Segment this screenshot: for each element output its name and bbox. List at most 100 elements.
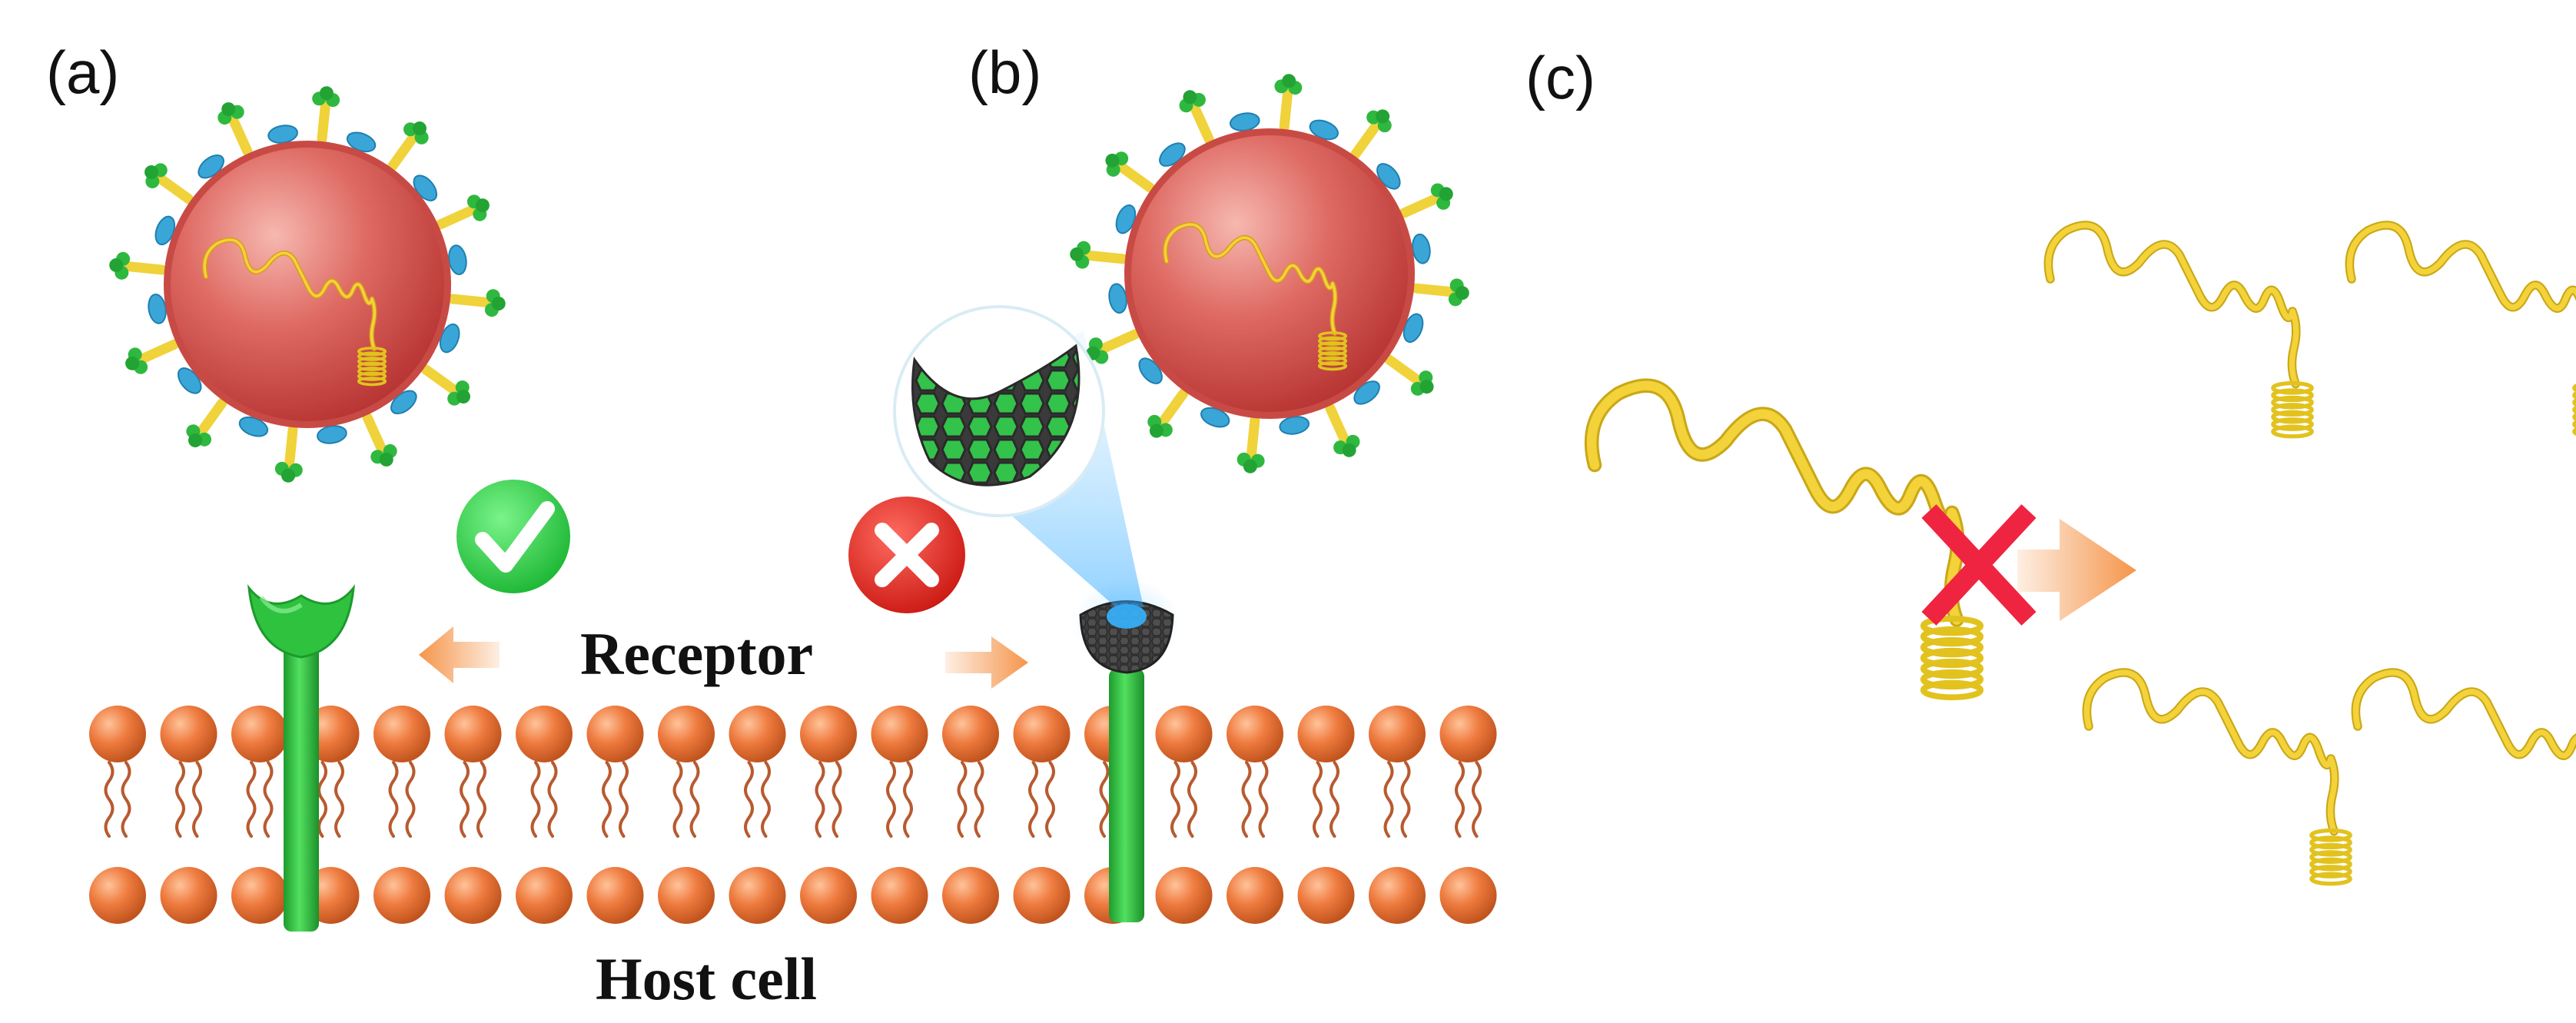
spike-protein-tip [1147,414,1173,438]
lipid-head-bottom [516,867,573,924]
rna-intact [1584,378,1984,701]
rna-coil [2271,403,2314,417]
lipid-molecule [871,706,928,924]
lipid-tail [460,761,470,838]
rna-coil [2572,390,2576,400]
lipid-tail [1028,761,1038,838]
rna-outline [2345,221,2576,313]
lipid-head-bottom [729,867,786,924]
lipid-molecule [658,706,715,924]
rna-coil [1317,350,1348,361]
spike-protein-tip [1448,278,1469,307]
lipid-head-top [1297,706,1355,762]
rna-coil [1920,647,1984,669]
membrane-protein [413,174,438,201]
membrane-protein [390,390,417,415]
spike-protein-tip [125,347,148,374]
nanocarbon-inset [893,305,1105,517]
rna-strand [2045,222,2299,387]
rna-coil [1920,658,1984,679]
host-cell-label: Host cell [596,945,818,1012]
lipid-tail [974,761,984,838]
rna-strand [1586,380,1963,625]
rna-coil [1317,331,1348,341]
lipid-tail [1383,761,1394,838]
lipid-head-bottom [1227,867,1283,924]
spike-protein-stalk [1082,250,1128,264]
lipid-head-bottom [942,867,999,924]
rna-coil [1317,360,1348,371]
lipid-molecule [160,706,217,924]
spike-protein-stalk [362,412,387,455]
lipid-head-top [231,706,288,762]
x-mark-icon [1921,504,2037,626]
rna-coil [1317,336,1348,346]
lipid-head-bottom [800,867,857,924]
rna-strand [2352,669,2576,759]
membrane-protein [1412,233,1431,264]
lipid-tail [175,761,185,838]
rna-coil [1317,346,1348,356]
lipid-molecule [1227,706,1283,924]
spike-protein-stalk [1246,415,1260,461]
lipid-tail [192,761,202,838]
spike-protein-stalk [447,294,493,308]
lipid-molecule [942,706,999,924]
spike-protein-tip [217,102,244,125]
receptor-stem [1109,669,1144,922]
lipid-tail [957,761,968,838]
rna-coil [2271,395,2314,410]
spike-protein-tip [186,424,211,447]
rna-coil [1920,616,1984,636]
lipid-head-bottom [89,867,146,924]
lipid-head-top [89,706,146,762]
rna-coil [2572,420,2576,429]
rna-coil [1920,636,1984,658]
lipid-tail [246,761,257,838]
lipid-head-top [1155,706,1213,762]
lipid-tail [317,761,327,838]
lipid-tail [602,761,612,838]
spike-protein-tip [370,443,397,467]
lipid-tail [263,761,274,838]
spike-protein-tip [1410,370,1434,396]
spike-protein-tip [312,86,340,108]
nanocarbon-bowl [911,344,1081,487]
lipid-tail [121,761,131,838]
panel-label-b: (b) [968,38,1042,106]
lipid-tail [815,761,825,838]
lipid-head-top [1439,706,1497,762]
rna-coil [357,361,387,371]
lipid-tail [1170,761,1180,838]
lipid-head-top [658,706,715,762]
spike-protein-stalk [1399,193,1442,218]
lipid-head-top [373,706,430,762]
spike-protein-tip [466,194,490,221]
lipid-tail [476,761,486,838]
lipid-head-bottom [1439,867,1497,924]
rna-fragment-2 [2345,221,2576,436]
spike-protein-tip [109,251,131,280]
rna-coil [2572,384,2576,393]
spike-protein-stalk [1279,86,1293,132]
lipid-head-top [160,706,217,762]
lipid-tail [530,761,541,838]
membrane-protein [1353,380,1380,405]
lipid-tail [619,761,629,838]
lipid-tail [1313,761,1323,838]
lipid-head-top [516,706,573,762]
rna-coil [2271,417,2314,431]
rna-coil [357,371,387,381]
rna-outline [2351,668,2576,760]
spike-protein-stalk [227,114,253,157]
receptors [247,578,1180,932]
lipid-tail [672,761,683,838]
receptor-label: Receptor [580,620,814,687]
rna-coil [1317,341,1348,351]
spike-protein-stalk [1189,101,1214,144]
lipid-tail [761,761,771,838]
spike-protein-stalk [154,173,194,204]
lipid-head-bottom [871,867,928,924]
spike-protein-stalk [387,131,419,171]
